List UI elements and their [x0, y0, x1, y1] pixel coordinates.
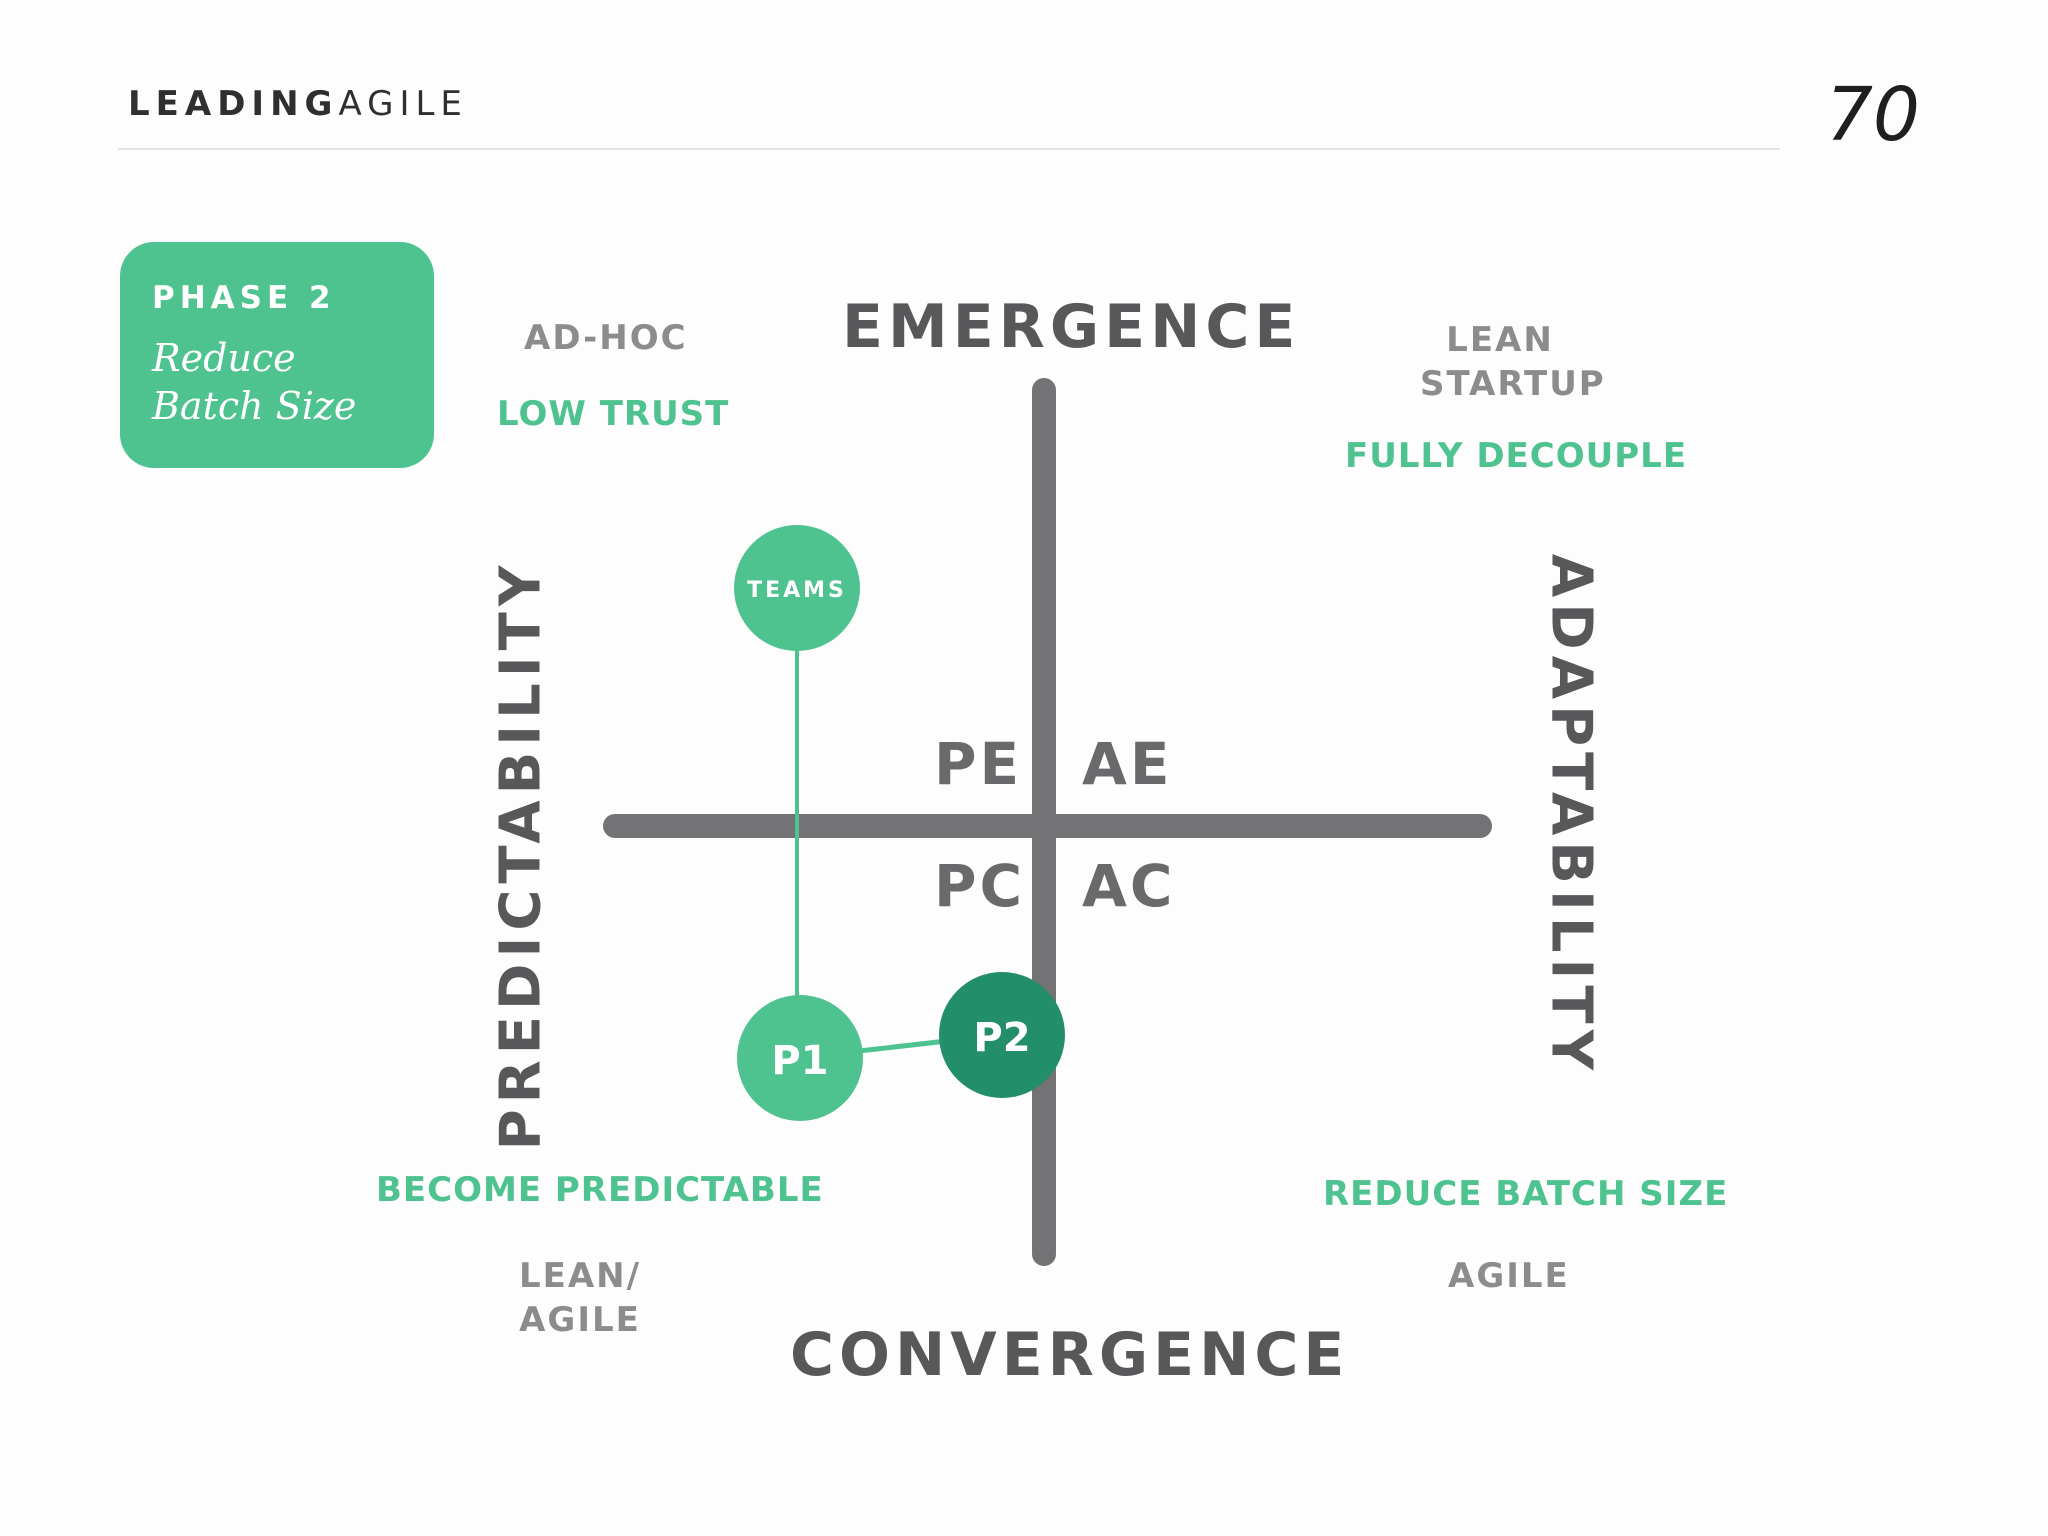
- quadrant-label-pe: PE: [934, 730, 1023, 798]
- corner-label-fully-decouple: FULLY DECOUPLE: [1345, 436, 1688, 476]
- p1-node-label: P1: [771, 1038, 828, 1084]
- corner-label-low-trust: LOW TRUST: [497, 394, 730, 434]
- lean-agile-line2: AGILE: [519, 1300, 641, 1340]
- lean-startup-line1: LEAN: [1446, 320, 1554, 360]
- teams-node-label: TEAMS: [747, 578, 847, 603]
- quadrant-label-ac: AC: [1082, 852, 1176, 920]
- corner-label-agile: AGILE: [1448, 1256, 1570, 1296]
- corner-label-lean-startup: LEAN STARTUP: [1420, 318, 1606, 406]
- axis-label-convergence: CONVERGENCE: [790, 1320, 1350, 1390]
- phase-card: PHASE 2 Reduce Batch Size: [120, 242, 434, 468]
- corner-label-reduce-batch-size: REDUCE BATCH SIZE: [1323, 1174, 1729, 1214]
- phase-label: PHASE 2: [152, 280, 336, 316]
- brand-light: AGILE: [338, 84, 468, 124]
- quadrant-label-ae: AE: [1082, 730, 1173, 798]
- axis-label-adaptability: ADAPTABILITY: [1538, 553, 1604, 1077]
- brand-bold: LEADING: [128, 84, 339, 124]
- lean-startup-line2: STARTUP: [1420, 364, 1606, 404]
- brand-logo: LEADINGAGILE: [128, 84, 468, 124]
- p1-node: P1: [737, 995, 863, 1121]
- p2-node-label: P2: [973, 1015, 1030, 1061]
- lean-agile-line1: LEAN/: [518, 1256, 642, 1296]
- corner-label-become-predictable: BECOME PREDICTABLE: [376, 1170, 824, 1210]
- corner-label-ad-hoc: AD-HOC: [524, 318, 688, 358]
- page-number: 70: [1825, 72, 1920, 158]
- axis-label-emergence: EMERGENCE: [842, 292, 1301, 362]
- corner-label-lean-agile: LEAN/ AGILE: [510, 1254, 650, 1342]
- axis-label-predictability: PREDICTABILITY: [488, 559, 554, 1151]
- quadrant-label-pc: PC: [934, 852, 1026, 920]
- header-divider: [118, 148, 1780, 150]
- p2-node: P2: [939, 972, 1065, 1098]
- teams-node: TEAMS: [734, 525, 860, 651]
- phase-title: Reduce Batch Size: [152, 336, 357, 428]
